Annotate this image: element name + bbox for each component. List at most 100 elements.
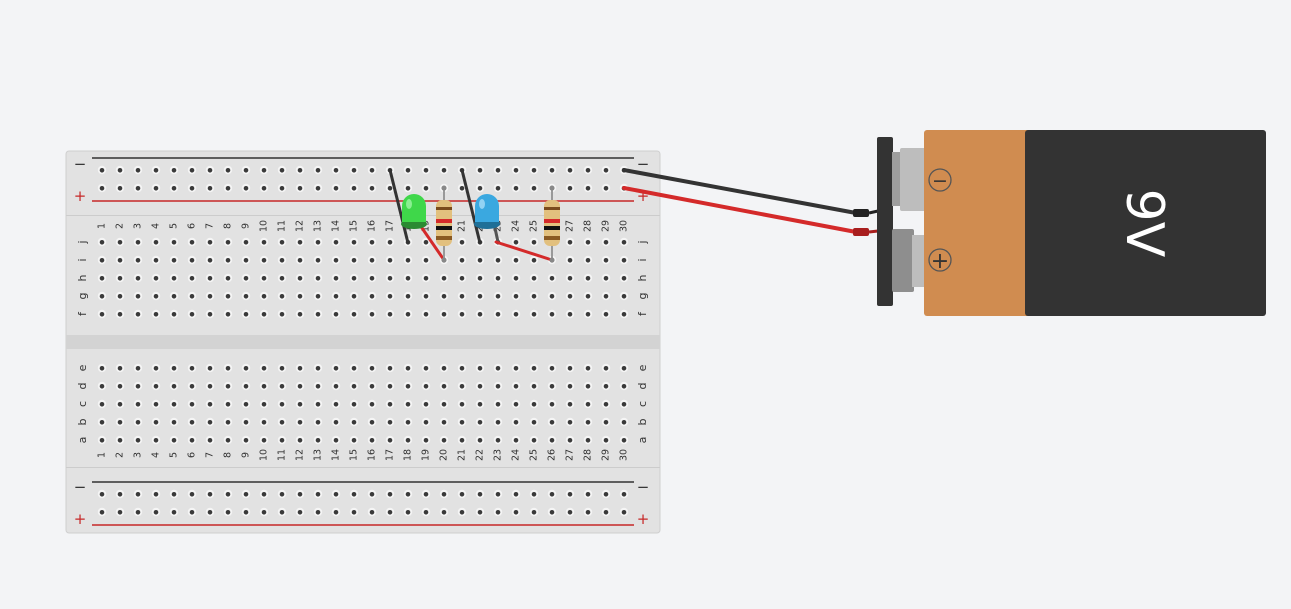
grid-hole[interactable] (295, 417, 305, 427)
grid-hole[interactable] (349, 255, 359, 265)
grid-hole[interactable] (115, 273, 125, 283)
grid-hole[interactable] (601, 435, 611, 445)
grid-hole[interactable] (619, 399, 629, 409)
grid-hole[interactable] (421, 255, 431, 265)
grid-hole[interactable] (601, 363, 611, 373)
grid-hole[interactable] (295, 363, 305, 373)
grid-hole[interactable] (583, 237, 593, 247)
grid-hole[interactable] (475, 255, 485, 265)
rail-hole[interactable] (277, 489, 287, 499)
rail-hole[interactable] (331, 489, 341, 499)
grid-hole[interactable] (529, 417, 539, 427)
rail-hole[interactable] (619, 507, 629, 517)
grid-hole[interactable] (619, 363, 629, 373)
grid-hole[interactable] (493, 309, 503, 319)
rail-hole[interactable] (133, 507, 143, 517)
grid-hole[interactable] (169, 399, 179, 409)
grid-hole[interactable] (601, 255, 611, 265)
rail-hole[interactable] (403, 183, 413, 193)
grid-hole[interactable] (475, 309, 485, 319)
rail-hole[interactable] (115, 183, 125, 193)
grid-hole[interactable] (511, 417, 521, 427)
rail-hole[interactable] (583, 507, 593, 517)
grid-hole[interactable] (367, 381, 377, 391)
rail-hole[interactable] (187, 507, 197, 517)
rail-hole[interactable] (295, 507, 305, 517)
rail-hole[interactable] (493, 183, 503, 193)
grid-hole[interactable] (97, 363, 107, 373)
grid-hole[interactable] (475, 291, 485, 301)
rail-hole[interactable] (97, 183, 107, 193)
grid-hole[interactable] (313, 435, 323, 445)
grid-hole[interactable] (511, 399, 521, 409)
grid-hole[interactable] (169, 309, 179, 319)
grid-hole[interactable] (313, 273, 323, 283)
grid-hole[interactable] (619, 291, 629, 301)
grid-hole[interactable] (601, 381, 611, 391)
grid-hole[interactable] (457, 363, 467, 373)
grid-hole[interactable] (421, 309, 431, 319)
rail-hole[interactable] (511, 507, 521, 517)
grid-hole[interactable] (421, 417, 431, 427)
grid-hole[interactable] (583, 291, 593, 301)
rail-hole[interactable] (403, 507, 413, 517)
grid-hole[interactable] (115, 381, 125, 391)
rail-hole[interactable] (457, 183, 467, 193)
grid-hole[interactable] (511, 381, 521, 391)
grid-hole[interactable] (295, 237, 305, 247)
grid-hole[interactable] (223, 435, 233, 445)
grid-hole[interactable] (403, 291, 413, 301)
grid-hole[interactable] (169, 273, 179, 283)
grid-hole[interactable] (97, 381, 107, 391)
grid-hole[interactable] (439, 273, 449, 283)
grid-hole[interactable] (457, 417, 467, 427)
grid-hole[interactable] (223, 309, 233, 319)
grid-hole[interactable] (187, 273, 197, 283)
grid-hole[interactable] (493, 291, 503, 301)
grid-hole[interactable] (133, 435, 143, 445)
grid-hole[interactable] (547, 435, 557, 445)
rail-hole[interactable] (205, 489, 215, 499)
grid-hole[interactable] (601, 309, 611, 319)
grid-hole[interactable] (421, 237, 431, 247)
grid-hole[interactable] (457, 273, 467, 283)
rail-hole[interactable] (277, 183, 287, 193)
grid-hole[interactable] (565, 255, 575, 265)
grid-hole[interactable] (511, 435, 521, 445)
grid-hole[interactable] (385, 363, 395, 373)
grid-hole[interactable] (583, 255, 593, 265)
grid-hole[interactable] (223, 237, 233, 247)
rail-hole[interactable] (313, 165, 323, 175)
grid-hole[interactable] (511, 273, 521, 283)
grid-hole[interactable] (367, 309, 377, 319)
grid-hole[interactable] (547, 273, 557, 283)
grid-hole[interactable] (619, 255, 629, 265)
rail-hole[interactable] (583, 489, 593, 499)
grid-hole[interactable] (241, 381, 251, 391)
wire-positive[interactable] (622, 186, 858, 234)
grid-hole[interactable] (115, 363, 125, 373)
grid-hole[interactable] (493, 417, 503, 427)
rail-hole[interactable] (565, 507, 575, 517)
grid-hole[interactable] (223, 363, 233, 373)
grid-hole[interactable] (331, 363, 341, 373)
grid-hole[interactable] (331, 417, 341, 427)
grid-hole[interactable] (349, 381, 359, 391)
grid-hole[interactable] (583, 435, 593, 445)
grid-hole[interactable] (259, 255, 269, 265)
rail-hole[interactable] (511, 165, 521, 175)
grid-hole[interactable] (547, 309, 557, 319)
rail-hole[interactable] (385, 507, 395, 517)
grid-hole[interactable] (601, 291, 611, 301)
grid-hole[interactable] (403, 255, 413, 265)
rail-hole[interactable] (547, 489, 557, 499)
rail-hole[interactable] (457, 507, 467, 517)
grid-hole[interactable] (241, 273, 251, 283)
rail-hole[interactable] (133, 489, 143, 499)
grid-hole[interactable] (97, 309, 107, 319)
grid-hole[interactable] (385, 435, 395, 445)
resistor-2[interactable] (544, 185, 560, 263)
grid-hole[interactable] (205, 273, 215, 283)
grid-hole[interactable] (187, 291, 197, 301)
rail-hole[interactable] (583, 165, 593, 175)
